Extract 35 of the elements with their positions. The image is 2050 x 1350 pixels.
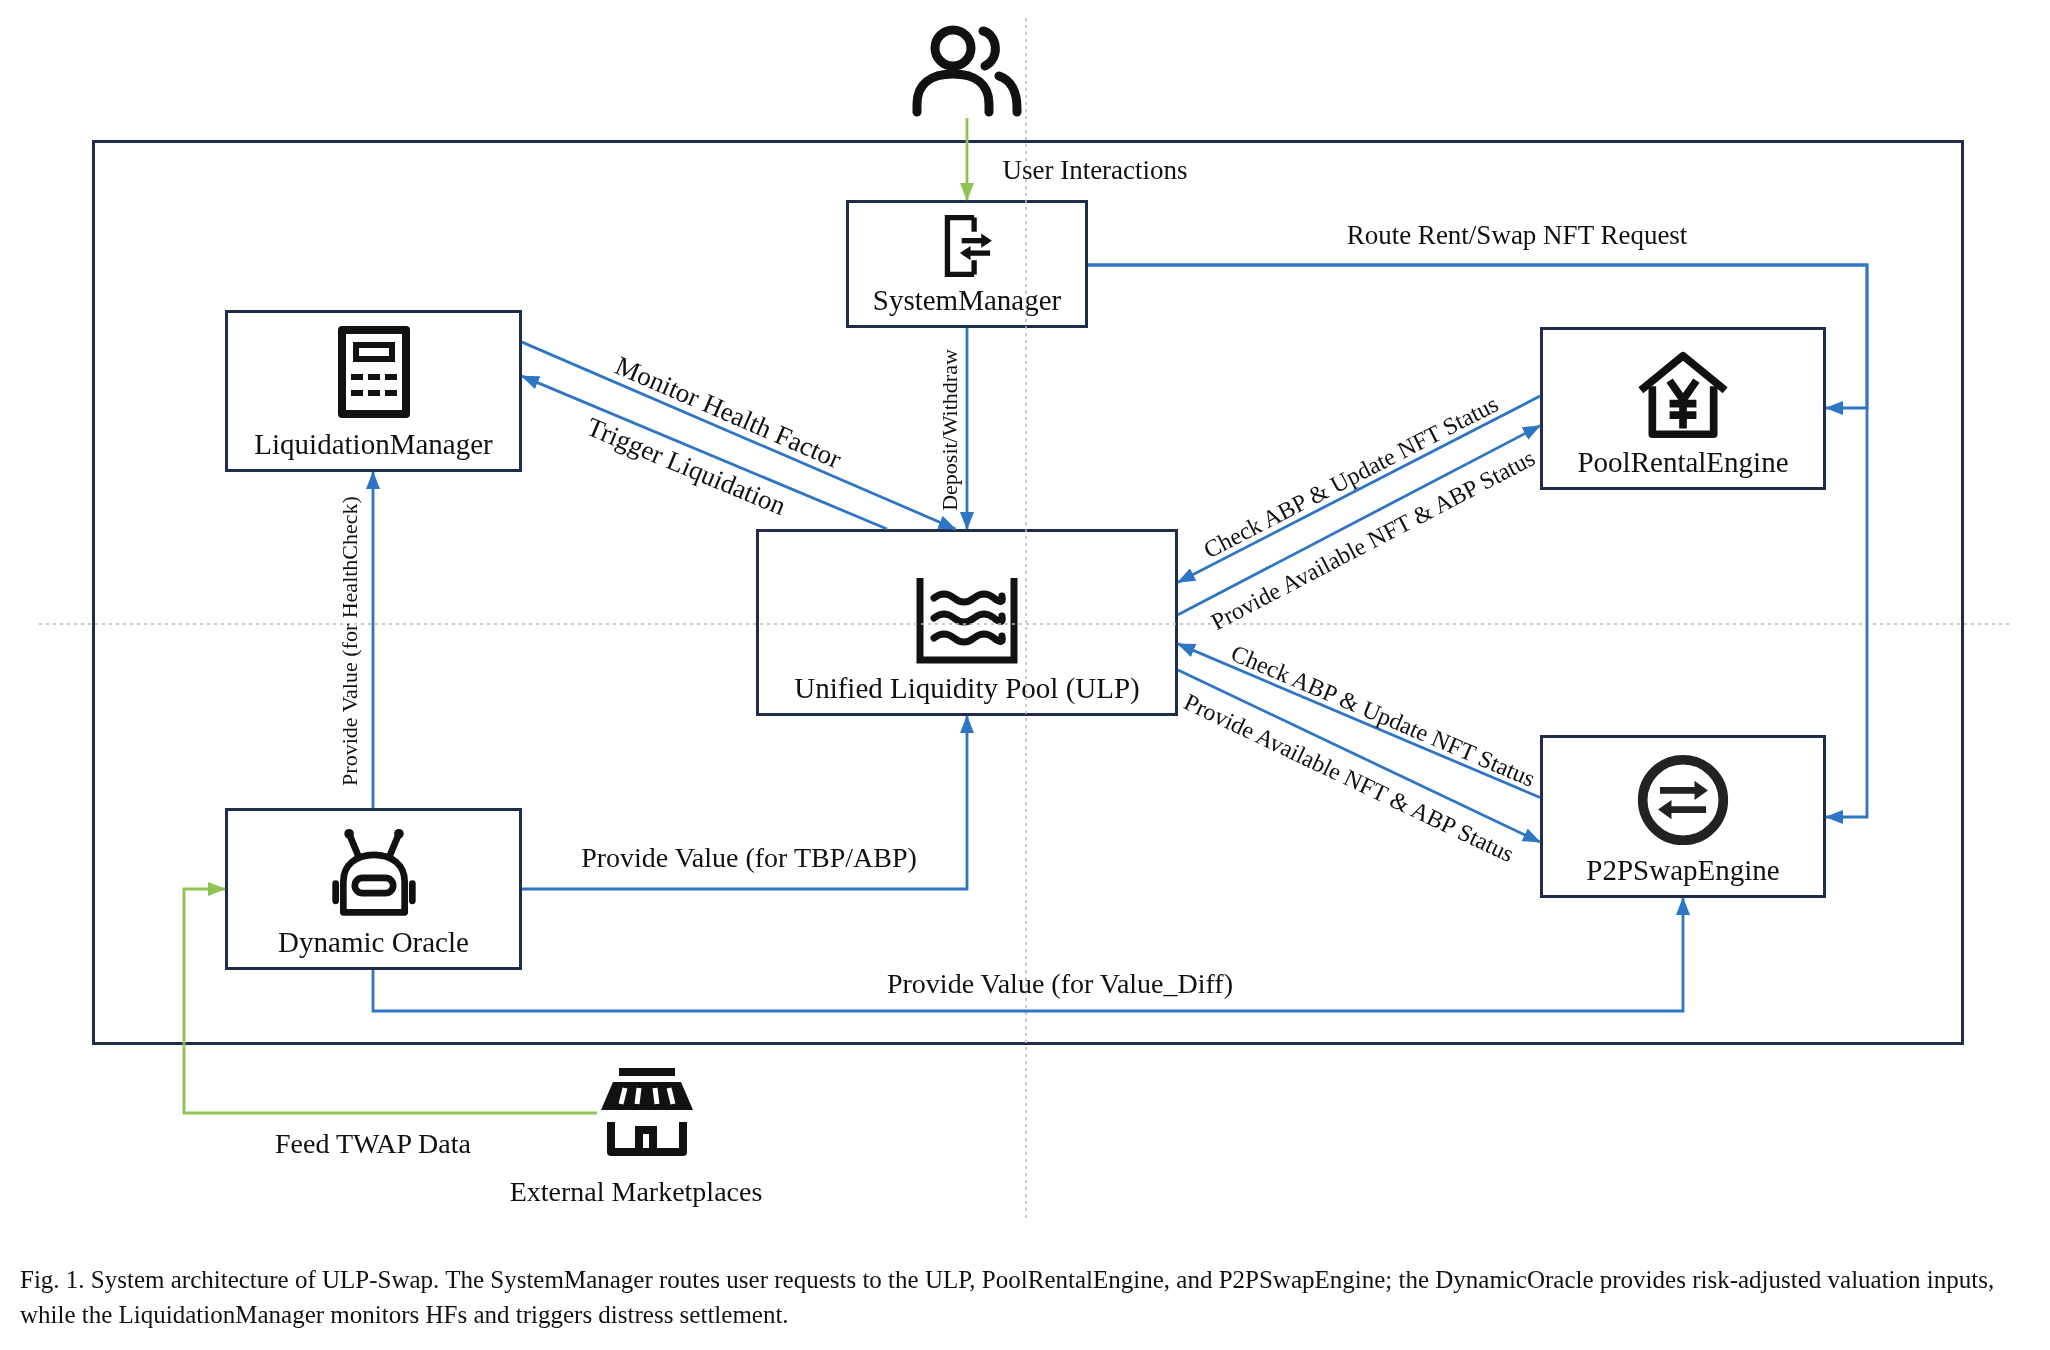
figure-caption: Fig. 1. System architecture of ULP-Swap. The SystemManager routes user requests to the ULP, PoolRentalEngine, and P2PSwapEngine; the DynamicOracle provides risk-adjusted valuation inputs, while the LiquidationManager monitors HFs and triggers distress settlement. xyxy=(20,1265,1996,1330)
component-label: PoolRentalEngine xyxy=(1577,445,1789,479)
component-box xyxy=(756,529,1178,716)
edge-label: Provide Value (for HealthCheck) xyxy=(337,496,363,786)
arrow xyxy=(960,118,974,201)
arrow xyxy=(371,897,1690,1013)
arrow xyxy=(1177,668,1541,844)
component-box xyxy=(846,200,1088,328)
edge-label: Route Rent/Swap NFT Request xyxy=(1346,221,1688,251)
arrow xyxy=(1177,424,1541,617)
arrow xyxy=(1177,642,1541,799)
arrow xyxy=(960,328,974,530)
component-label: SystemManager xyxy=(872,283,1062,317)
component-box xyxy=(225,808,522,970)
edge-label: Provide Value (for Value_Diff) xyxy=(887,968,1233,1000)
component-box xyxy=(1540,327,1826,490)
edge-label: Deposit/Withdraw xyxy=(937,349,963,511)
system-boundary-box xyxy=(92,140,1964,1045)
arrow xyxy=(522,715,974,891)
component-box xyxy=(225,310,522,472)
edge-label: Provide Value (for TBP/ABP) xyxy=(581,842,917,874)
component-box xyxy=(1540,735,1826,898)
arrow xyxy=(521,374,888,531)
edge-label: Feed TWAP Data xyxy=(275,1128,471,1160)
component-label: Dynamic Oracle xyxy=(278,925,469,959)
component-label: Unified Liquidity Pool (ULP) xyxy=(794,671,1140,705)
arrow xyxy=(366,471,380,808)
component-label: P2PSwapEngine xyxy=(1586,853,1780,887)
arrow xyxy=(1177,394,1541,584)
node-caption: External Marketplaces xyxy=(509,1176,763,1208)
edge-label: User Interactions xyxy=(1002,156,1188,186)
arrow xyxy=(182,882,597,1115)
arrow xyxy=(1088,263,1869,824)
component-label: LiquidationManager xyxy=(254,427,493,461)
arrow xyxy=(521,340,957,531)
